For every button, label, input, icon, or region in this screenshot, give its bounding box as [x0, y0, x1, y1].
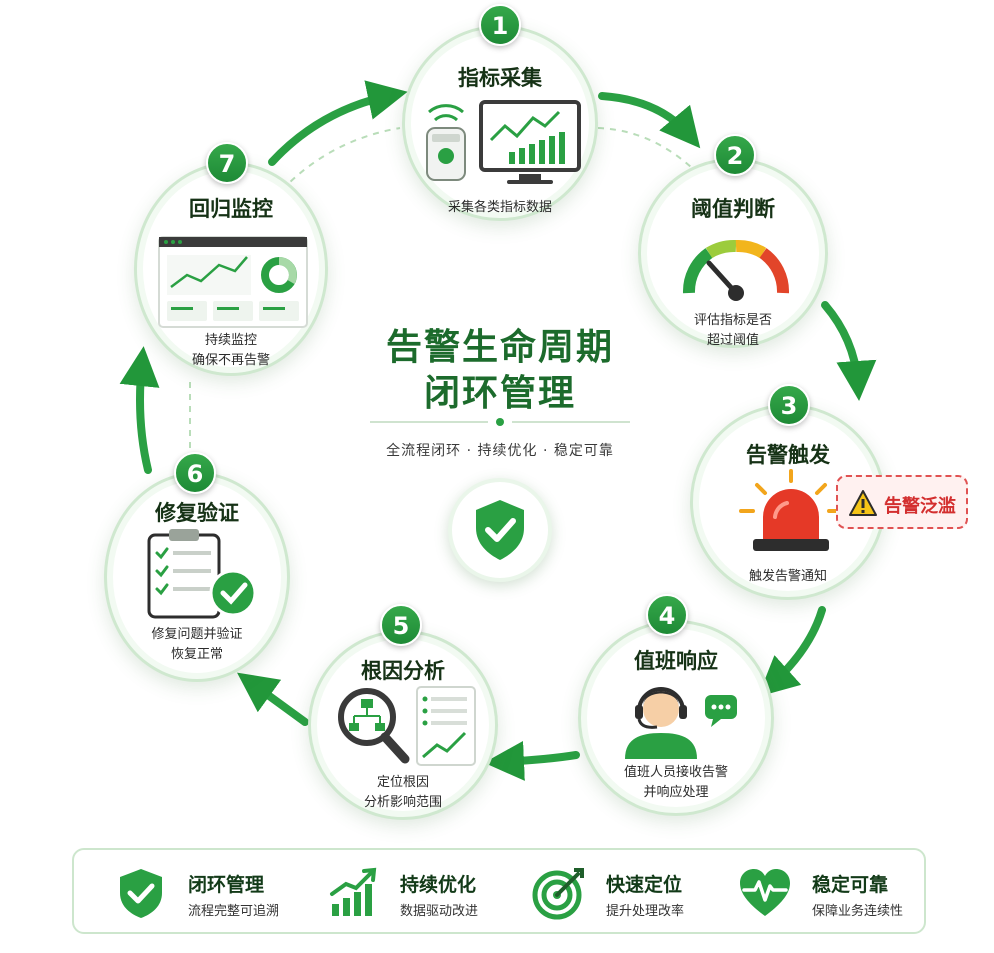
- arrow-5-to-6: [237, 672, 309, 726]
- stage-desc: 评估指标是否 超过阈值: [693, 313, 772, 348]
- stage-title: 告警触发: [746, 443, 830, 467]
- sensor-monitor-icon: [426, 100, 581, 184]
- center-subtitle: 全流程闭环 · 持续优化 · 稳定可靠: [386, 443, 614, 459]
- stage-title: 阈值判断: [691, 197, 775, 221]
- dashed-link-7-1: [281, 127, 401, 191]
- stage-number-badge-3: 3: [768, 384, 810, 426]
- arrow-1-to-2: [598, 92, 701, 149]
- shield-check-icon: [476, 500, 524, 560]
- feature-desc: 数据驱动改进: [400, 904, 479, 919]
- feature-continuous-optimization: 持续优化 数据驱动改进: [304, 850, 514, 936]
- heartbeat-icon: [740, 869, 790, 916]
- alert-flood-label: 告警泛滥: [884, 496, 956, 517]
- center-divider: [370, 418, 630, 426]
- stage-title: 指标采集: [458, 66, 542, 90]
- feature-desc: 保障业务连续性: [812, 904, 904, 919]
- center-title-line2: 闭环管理: [423, 373, 576, 414]
- stage-number-badge-2: 2: [714, 134, 756, 176]
- feature-fast-locating: 快速定位 提升处理改率: [510, 850, 720, 936]
- feature-desc: 提升处理改率: [606, 904, 685, 919]
- arrow-2-to-3: [821, 301, 877, 401]
- warning-triangle-icon: [849, 490, 877, 516]
- stage-node-6[interactable]: 修复验证 修复问题并验证 恢复正常: [104, 472, 290, 682]
- headset-operator-icon: [625, 687, 737, 759]
- stage-number-badge-6: 6: [174, 452, 216, 494]
- stage-number-badge-1: 1: [479, 4, 521, 46]
- arrow-6-to-7: [119, 346, 160, 474]
- center-shield-badge: [448, 478, 552, 582]
- stage-desc: 采集各类指标数据: [447, 200, 552, 215]
- arrow-7-to-1: [268, 80, 408, 166]
- stage-node-7[interactable]: 回归监控 持续监控 确保不再告警: [134, 162, 328, 376]
- gauge-icon: [683, 239, 789, 301]
- feature-stable-reliable: 稳定可靠 保障业务连续性: [716, 850, 926, 936]
- arrow-4-to-5: [484, 740, 580, 781]
- dashed-link-1-2: [597, 127, 693, 169]
- clipboard-check-icon: [147, 529, 257, 619]
- magnifier-analysis-icon: [338, 686, 476, 766]
- feature-desc: 流程完整可追溯: [188, 904, 280, 919]
- stage-desc: 持续监控 确保不再告警: [191, 333, 270, 368]
- stage-number-badge-5: 5: [380, 604, 422, 646]
- feature-title: 稳定可靠: [812, 874, 889, 896]
- feature-title: 闭环管理: [188, 874, 265, 896]
- stage-node-5[interactable]: 根因分析 定位根因 分析影响范围: [308, 630, 498, 820]
- feature-closed-loop: 闭环管理 流程完整可追溯: [92, 850, 302, 936]
- stage-node-1[interactable]: 指标采集 采集各类指标数据: [402, 25, 598, 221]
- stage-number-badge-4: 4: [646, 594, 688, 636]
- stage-desc: 修复问题并验证 恢复正常: [151, 627, 243, 662]
- stage-desc: 触发告警通知: [748, 569, 827, 584]
- center-title-line1: 告警生命周期: [385, 327, 614, 368]
- stage-desc: 定位根因 分析影响范围: [363, 775, 442, 810]
- feature-title: 持续优化: [400, 874, 477, 896]
- feature-bar: 闭环管理 流程完整可追溯 持续优化 数据驱动改进 快速定位: [72, 848, 926, 934]
- growth-chart-icon: [330, 867, 377, 916]
- stage-node-4[interactable]: 值班响应 值班人员接收告警 并响应处理: [578, 620, 774, 816]
- target-icon: [532, 868, 584, 920]
- stage-title: 根因分析: [361, 659, 445, 683]
- shield-check-icon: [120, 869, 162, 918]
- stage-number-badge-7: 7: [206, 142, 248, 184]
- arrow-3-to-4: [758, 606, 826, 697]
- alert-flood-tag: 告警泛滥: [836, 475, 968, 529]
- stage-title: 修复验证: [155, 501, 239, 525]
- stage-node-2[interactable]: 阈值判断 评估指标是否 超过阈值: [638, 158, 828, 348]
- stage-desc: 值班人员接收告警 并响应处理: [623, 765, 728, 800]
- feature-title: 快速定位: [606, 874, 683, 896]
- alarm-siren-icon: [739, 469, 843, 551]
- stage-title: 值班响应: [634, 649, 718, 673]
- dashboard-icon: [158, 236, 308, 328]
- stage-title: 回归监控: [189, 197, 273, 221]
- stage-node-3[interactable]: 告警触发 触发告警通知: [690, 404, 886, 600]
